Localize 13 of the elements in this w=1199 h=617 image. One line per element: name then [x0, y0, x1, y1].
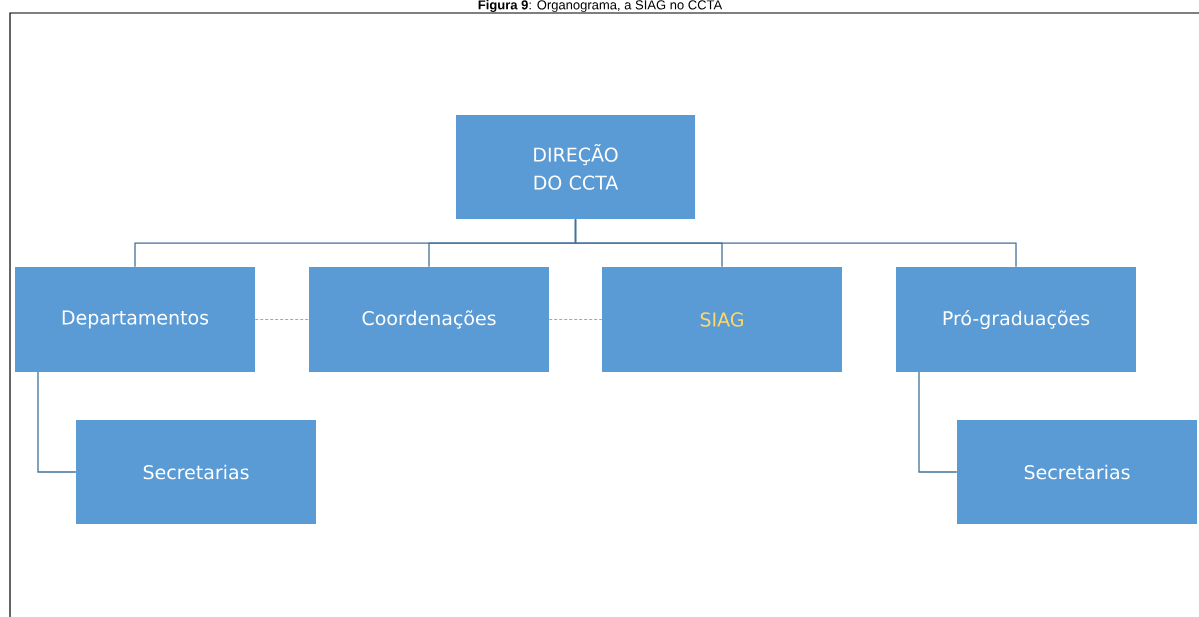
- org-box: DIREÇÃO DO CCTA: [456, 115, 695, 219]
- org-box: Departamentos: [15, 267, 255, 372]
- connector-line: [574, 218, 1017, 268]
- dashed-connector: [548, 319, 603, 320]
- org-box: Coordenações: [309, 267, 549, 372]
- org-box: Secretarias: [76, 420, 316, 524]
- figure-title: Figura 9: Organograma, a SIAG no CCTA: [478, 0, 723, 13]
- org-box: Pró-graduações: [896, 267, 1136, 372]
- connector-line: [918, 371, 958, 473]
- dashed-connector: [254, 319, 310, 320]
- connector-line: [37, 371, 77, 473]
- org-box: SIAG: [602, 267, 842, 372]
- org-box: Secretarias: [957, 420, 1197, 524]
